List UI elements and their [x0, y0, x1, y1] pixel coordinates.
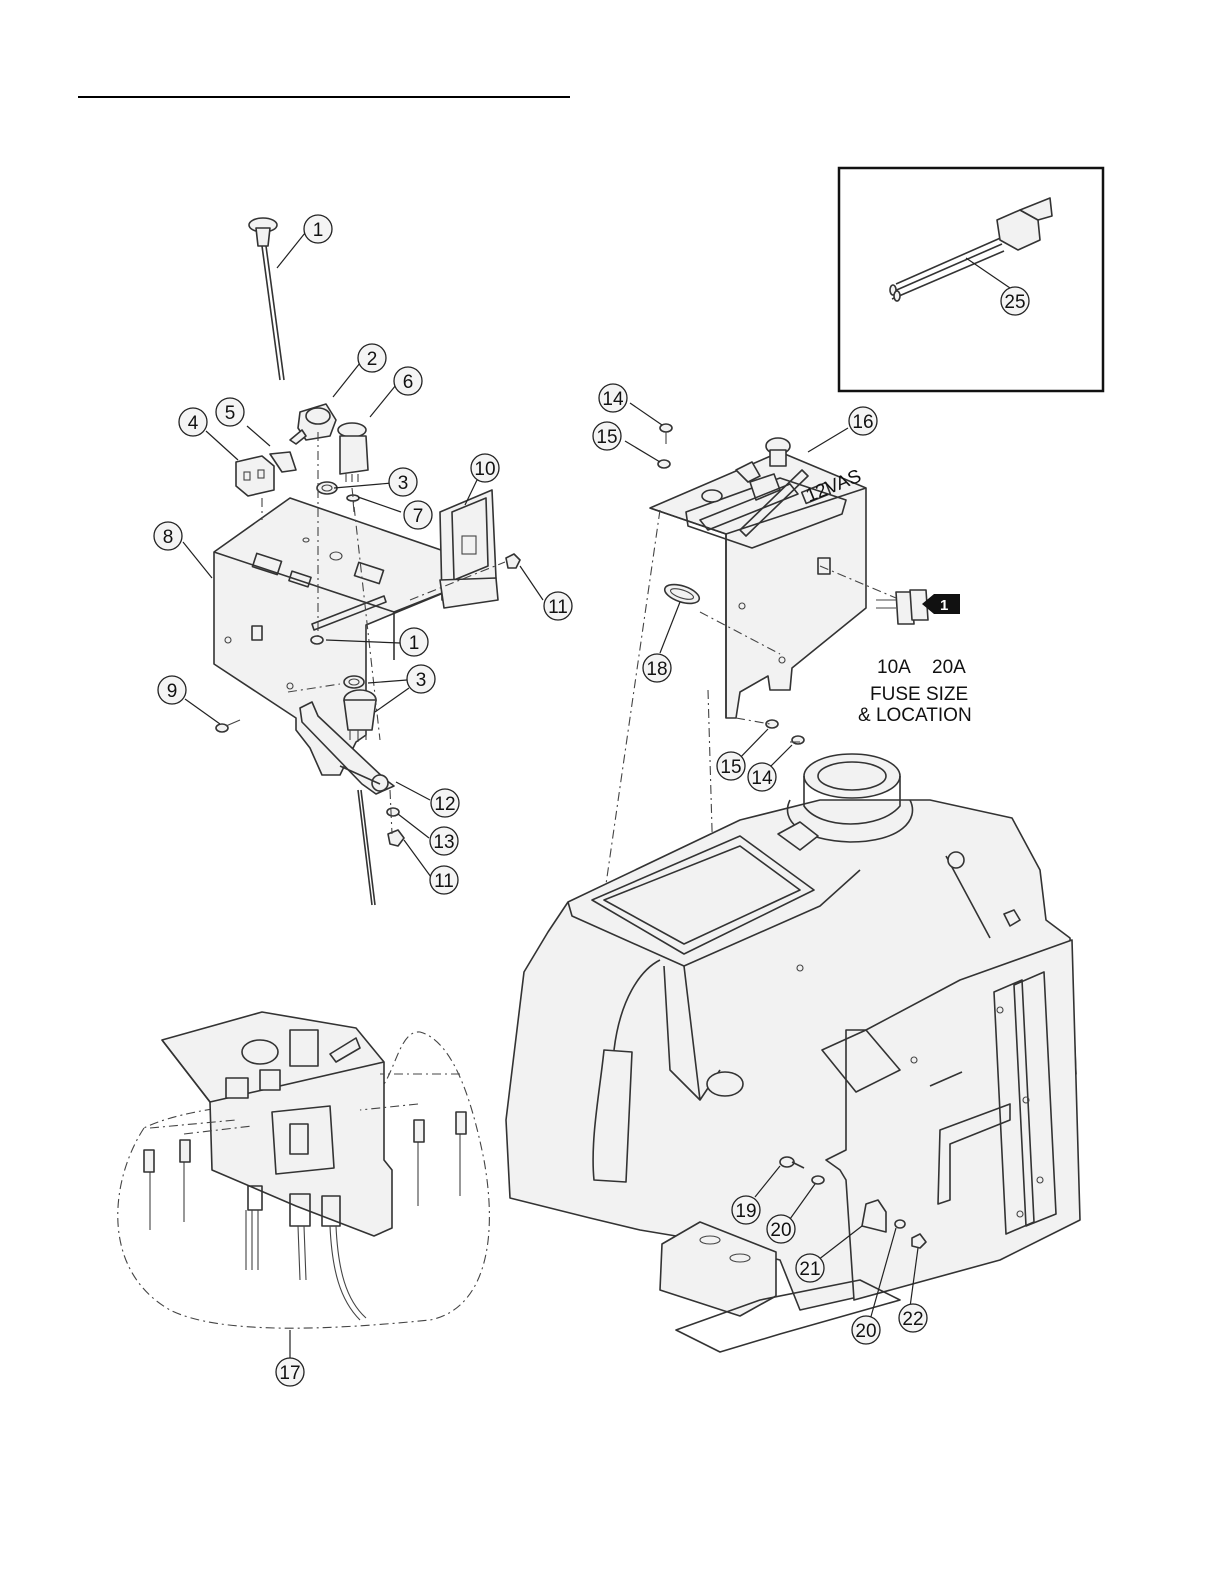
dash-housing-part-16: 12VAS [650, 438, 866, 718]
callout-label: 10 [474, 459, 495, 480]
harness-detail-part-17 [118, 1012, 490, 1328]
callout-bubble: 20 [767, 1215, 795, 1243]
callout-bubble: 3 [389, 468, 417, 496]
callout-label: 14 [751, 768, 773, 789]
callout-label: 18 [646, 659, 667, 680]
fuse-caption-line1: FUSE SIZE [870, 684, 968, 705]
callout-bubble: 3 [407, 665, 435, 693]
callout-bubble: 14 [599, 384, 627, 412]
callout-bubble: 5 [216, 398, 244, 426]
fuse-caption-line2: & LOCATION [858, 705, 972, 726]
switch-part-4 [236, 456, 274, 496]
callout-label: 6 [403, 372, 414, 393]
callout-bubble: 1 [400, 628, 428, 656]
callout-bubble: 15 [593, 422, 621, 450]
callout-bubble: 6 [394, 367, 422, 395]
callout-label: 13 [433, 832, 454, 853]
callout-bubble: 20 [852, 1316, 880, 1344]
callout-label: 15 [596, 427, 617, 448]
callout-label: 9 [167, 681, 178, 702]
callout-bubble: 12 [431, 789, 459, 817]
bolt-part-9 [216, 720, 240, 732]
callout-bubble: 22 [899, 1304, 927, 1332]
inset-harness-box [839, 168, 1103, 391]
callout-label: 3 [398, 473, 409, 494]
callout-bubble: 17 [276, 1358, 304, 1386]
callout-label: 14 [602, 389, 624, 410]
callout-label: 20 [855, 1321, 876, 1342]
screw-part-14-top [660, 424, 672, 444]
dash-panel-part-8 [214, 498, 470, 775]
ignition-switch-part-2 [290, 404, 336, 444]
callout-bubble: 4 [179, 408, 207, 436]
callout-bubble: 11 [544, 592, 572, 620]
callout-bubble: 25 [1001, 287, 1029, 315]
callout-bubble: 7 [404, 501, 432, 529]
callout-bubble: 13 [430, 827, 458, 855]
washer-part-20-lower [895, 1220, 905, 1228]
callout-bubble: 1 [304, 215, 332, 243]
screw-part-14-bottom [790, 736, 804, 744]
washer-part-13 [387, 808, 399, 816]
callout-bubble: 15 [717, 752, 745, 780]
callout-label: 4 [188, 413, 199, 434]
callout-label: 20 [770, 1220, 791, 1241]
callout-bubble: 19 [732, 1196, 760, 1224]
nut-part-11-lower [388, 830, 404, 846]
fuse-flag-label: 1 [940, 597, 948, 614]
callout-label: 15 [720, 757, 741, 778]
callout-label: 5 [225, 403, 236, 424]
callout-bubble: 14 [748, 763, 776, 791]
callout-label: 25 [1004, 292, 1025, 313]
fuse-size-a: 10A [877, 657, 911, 678]
callout-label: 12 [434, 794, 455, 815]
callout-label: 1 [409, 633, 420, 654]
callout-label: 21 [799, 1259, 820, 1280]
callout-bubble: 10 [471, 454, 499, 482]
fuse-holder-part-10 [440, 490, 498, 608]
callout-bubble: 9 [158, 676, 186, 704]
callout-label: 1 [313, 220, 324, 241]
washer-part-3-lower [344, 676, 364, 688]
callout-label: 19 [735, 1201, 756, 1222]
switch-part-6 [338, 423, 368, 482]
callout-bubble: 2 [358, 344, 386, 372]
tank-frame [506, 754, 1080, 1352]
callout-bubble: 16 [849, 407, 877, 435]
callout-label: 2 [367, 349, 378, 370]
callout-bubble: 18 [643, 654, 671, 682]
callout-label: 11 [434, 871, 454, 892]
screw-part-7 [347, 495, 359, 512]
callout-bubble: 21 [796, 1254, 824, 1282]
callout-label: 22 [902, 1309, 923, 1330]
callout-label: 17 [279, 1363, 300, 1384]
washer-part-20-upper [812, 1176, 824, 1184]
callout-bubble: 8 [154, 522, 182, 550]
callout-label: 16 [852, 412, 873, 433]
nut-part-11-upper [506, 554, 520, 568]
callout-label: 3 [416, 670, 427, 691]
callout-label: 8 [163, 527, 174, 548]
callout-label: 11 [548, 597, 568, 618]
fuse-size-b: 20A [932, 657, 966, 678]
grommet-part-18 [662, 581, 701, 607]
bushing-part-1-lower [311, 636, 323, 644]
callout-bubble: 11 [430, 866, 458, 894]
callout-label: 7 [413, 506, 424, 527]
fuse-pair [876, 590, 928, 624]
